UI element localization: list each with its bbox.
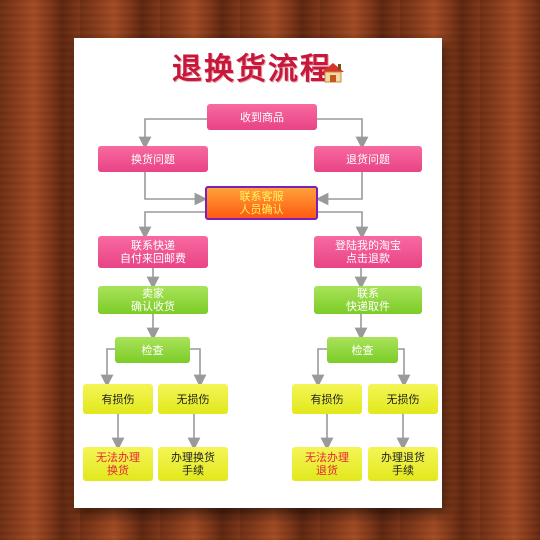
arrow-inspect-undamaged-right	[397, 348, 411, 388]
node-return-courier: 联系 快递取件	[314, 286, 422, 314]
node-exchange-issue: 换货问题	[98, 146, 208, 172]
node-process-return: 办理退货 手续	[368, 447, 438, 481]
node-inspect-right: 检查	[327, 337, 398, 363]
node-cannot-return: 无法办理 退货	[292, 447, 362, 481]
arrow-contact-return-taobao	[318, 211, 369, 240]
house-icon	[322, 63, 344, 83]
arrow-return-contact	[315, 172, 363, 206]
node-process-exchange: 办理换货 手续	[158, 447, 228, 481]
node-return-taobao: 登陆我的淘宝 点击退款	[314, 236, 422, 268]
node-undamaged-left: 无损伤	[158, 384, 228, 414]
arrow-inspect-damaged-right	[311, 348, 327, 388]
arrow-inspect-undamaged-left	[190, 348, 207, 388]
arrow-inspect-damaged-left	[100, 348, 115, 388]
page-title: 退换货流程	[172, 52, 332, 87]
node-received: 收到商品	[207, 104, 317, 130]
arrow-contact-exchange-courier	[138, 211, 205, 240]
node-damaged-right: 有损伤	[292, 384, 362, 414]
arrow-exchange-contact	[144, 172, 208, 206]
arrow-received-exchange	[138, 118, 207, 150]
node-seller-confirm: 卖家 确认收货	[98, 286, 208, 314]
node-return-issue: 退货问题	[314, 146, 422, 172]
arrow-received-return	[317, 118, 369, 150]
node-exchange-courier: 联系快递 自付来回邮费	[98, 236, 208, 268]
node-damaged-left: 有损伤	[83, 384, 153, 414]
node-inspect-left: 检查	[115, 337, 190, 363]
node-contact-cs: 联系客服 人员确认	[205, 186, 318, 220]
node-cannot-exchange: 无法办理 换货	[83, 447, 153, 481]
node-undamaged-right: 无损伤	[368, 384, 438, 414]
